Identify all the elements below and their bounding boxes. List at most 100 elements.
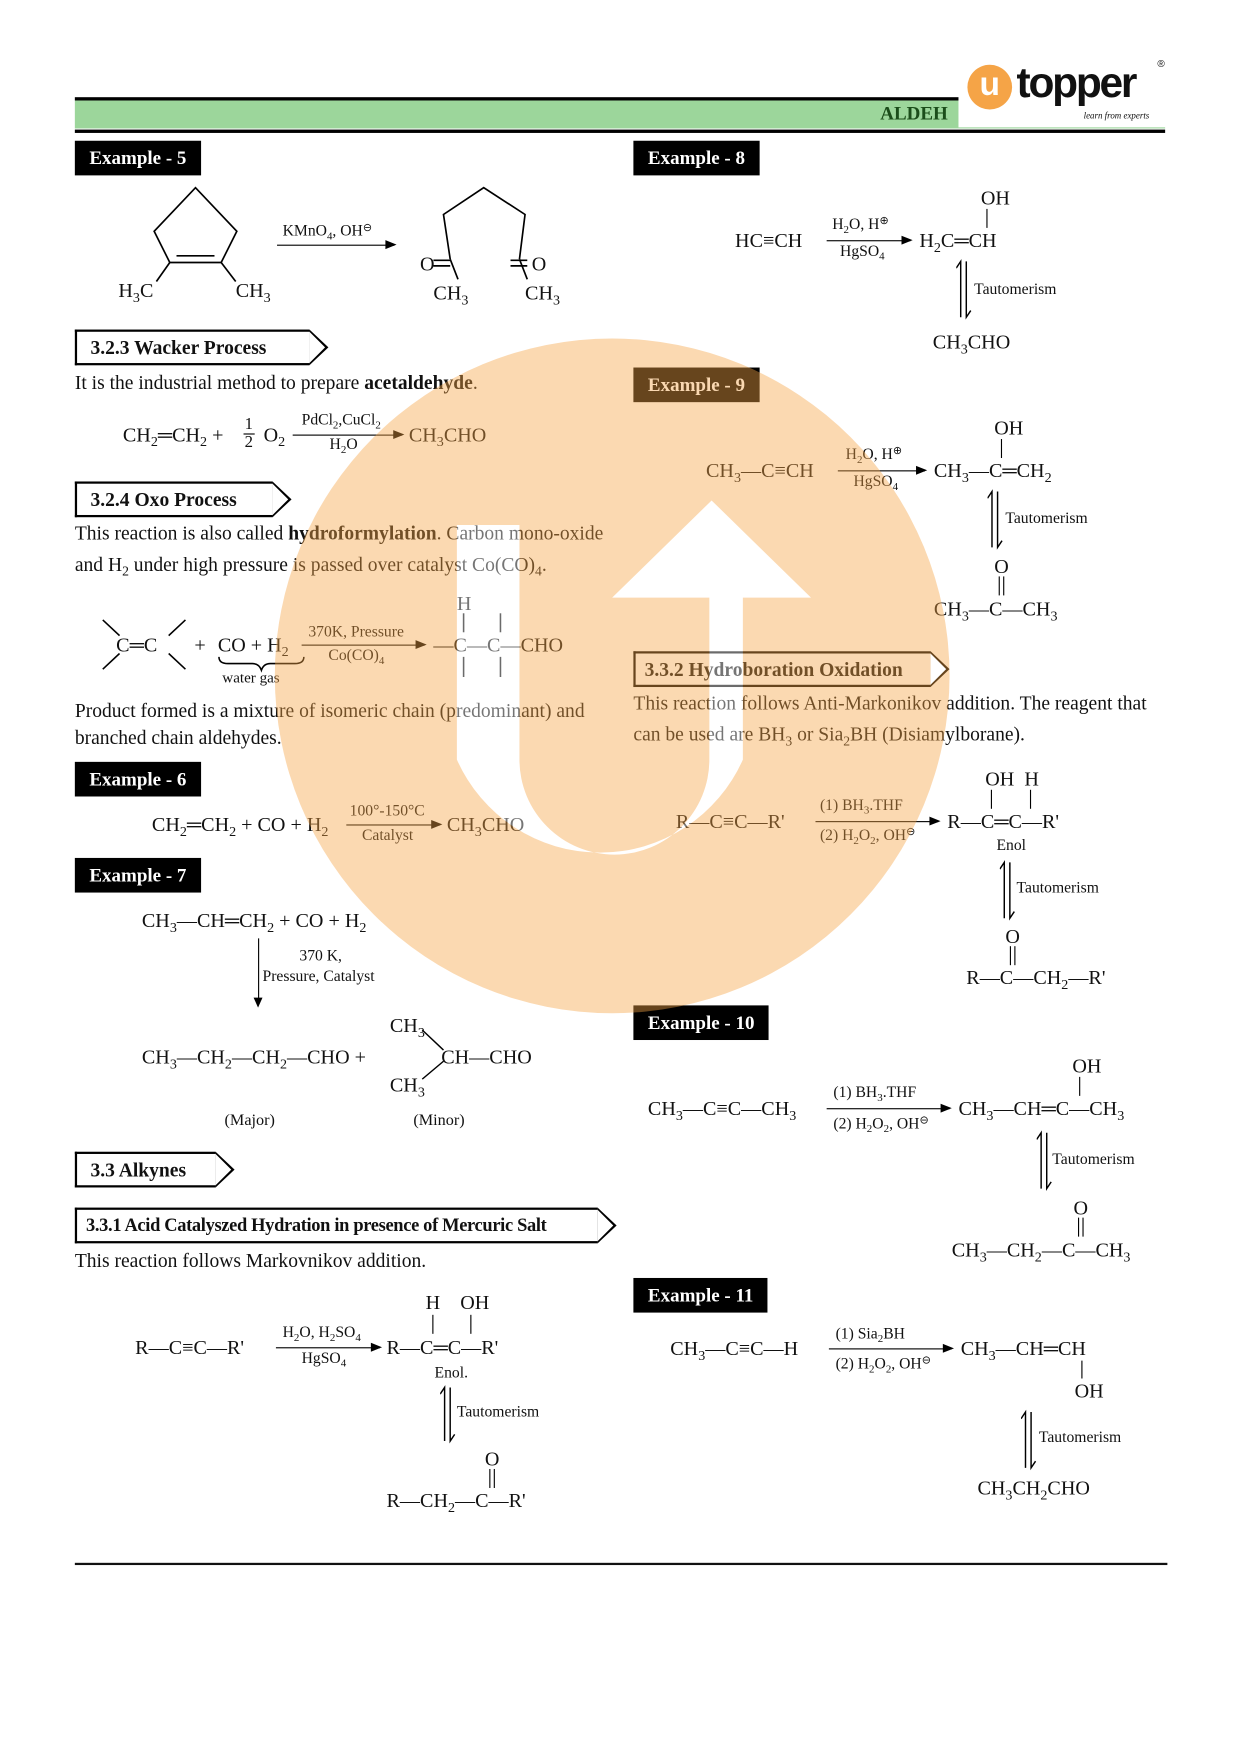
- hydroboration-step-1: (1) BH3.THF: [819, 797, 903, 818]
- down-arrow-shaft: [258, 938, 260, 1000]
- tautomerism-arrow-icon: [440, 1385, 456, 1444]
- minor-methyl-bottom: CH3: [389, 1073, 425, 1100]
- example-9-product: CH3—C—CH3: [933, 597, 1058, 624]
- hydroboration-para-1: This reaction follows Anti-Markonikov ad…: [633, 691, 1147, 714]
- reaction-arrow: [837, 465, 928, 475]
- product-oxygen-left: O: [420, 252, 435, 275]
- enol-substituents: OH H: [985, 767, 1039, 790]
- oxo-text-bold: hydroformylation: [288, 521, 437, 545]
- wacker-text: It is the industrial method to prepare: [74, 370, 365, 394]
- wacker-product: CH3CHO: [408, 423, 487, 450]
- carbonyl-oxygen: O: [484, 1447, 500, 1471]
- example-10-enol: CH3—CH═C—CH3: [958, 1096, 1125, 1124]
- section-oxo-heading: 3.2.4 Oxo Process: [74, 481, 292, 518]
- logo-mark-icon: u: [967, 64, 1013, 110]
- example-11-label: Example - 11: [633, 1277, 768, 1313]
- minor-methyl-top: CH3: [389, 1014, 425, 1041]
- minor-product: CH—CHO: [441, 1045, 532, 1068]
- registered-mark: ®: [1157, 58, 1165, 70]
- double-bond: [1009, 946, 1016, 966]
- example-10-label: Example - 10: [633, 1005, 770, 1041]
- double-bond: [998, 576, 1005, 596]
- double-bond: [1078, 1217, 1084, 1237]
- minor-branch-bonds: [421, 1029, 444, 1080]
- hydration-catalyst: HgSO4: [301, 1350, 347, 1371]
- hydroxyl: OH: [1074, 1379, 1104, 1402]
- tautomerism-label: Tautomerism: [974, 281, 1057, 299]
- tautomerism-label: Tautomerism: [1005, 510, 1088, 528]
- section-wacker-heading: 3.2.3 Wacker Process: [74, 329, 329, 366]
- header-rule-bottom: [74, 129, 1166, 133]
- bond-line: [1079, 1076, 1081, 1096]
- hydration-reagent: H2O, H2SO4: [282, 1324, 361, 1345]
- wacker-text-end: .: [472, 370, 478, 394]
- plus-sign: +: [194, 633, 206, 656]
- reactant-methyl-right: CH3: [235, 279, 271, 306]
- header-rule-top: [74, 97, 1166, 101]
- tautomerism-arrow-icon: [1021, 1409, 1037, 1471]
- tautomerism-arrow-icon: [956, 259, 972, 320]
- wacker-catalyst: PdCl2,CuCl2: [301, 412, 381, 432]
- product-hydrogen: H: [456, 592, 472, 615]
- example-10-step-2: (2) H2O2, OH⊖: [833, 1114, 929, 1136]
- reaction-arrow: [301, 639, 427, 649]
- bond-line: [432, 1314, 434, 1334]
- logo-text: topper: [1016, 60, 1138, 108]
- hydroboration-enol: R—C═C—R': [947, 809, 1060, 833]
- reaction-arrow: [292, 429, 405, 439]
- oxygen: O2: [263, 423, 286, 450]
- example-9-label: Example - 9: [633, 367, 760, 403]
- reaction-arrow: [826, 235, 913, 245]
- hydroboration-step-2: (2) H2O2, OH⊖: [819, 826, 916, 848]
- hydration-product: R—CH2—C—R': [386, 1489, 526, 1516]
- example-6-product: CH3CHO: [446, 813, 525, 840]
- example-11-reactant: CH3—C≡C—H: [670, 1337, 799, 1364]
- reaction-arrow: [826, 1103, 952, 1113]
- example-7-reactants: CH3—CH═CH2 + CO + H2: [141, 909, 367, 936]
- example-10-product: CH3—CH2—C—CH3: [951, 1238, 1131, 1266]
- example-7-cond-2: Pressure, Catalyst: [262, 968, 375, 986]
- reaction-arrow: [275, 1342, 383, 1352]
- carbonyl-oxygen: O: [1073, 1196, 1089, 1219]
- tautomerism-label: Tautomerism: [1052, 1151, 1135, 1169]
- tautomerism-label: Tautomerism: [1016, 880, 1099, 898]
- example-6-catalyst: Catalyst: [361, 827, 414, 845]
- example-9-enol: CH3—C═CH2: [933, 459, 1052, 486]
- example-7-label: Example - 7: [74, 857, 201, 893]
- wacker-text-bold: acetaldehyde: [364, 370, 473, 394]
- oxo-bond-lines: [102, 613, 502, 677]
- example-11-step-1: (1) Sia2BH: [835, 1325, 905, 1346]
- example-11-step-2: (2) H2O2, OH⊖: [835, 1354, 931, 1376]
- oxo-para-1: Product formed is a mixture of isomeric …: [74, 699, 585, 722]
- logo: u topper ® learn from experts: [958, 58, 1167, 128]
- reaction-arrow: [828, 1343, 955, 1353]
- example-8-catalyst: HgSO4: [840, 243, 885, 263]
- hydroxyl: OH: [980, 186, 1010, 209]
- product-methyl-right: CH3: [525, 281, 561, 308]
- enol-label: Enol: [996, 837, 1027, 855]
- minor-label: (Minor): [413, 1111, 465, 1130]
- example-9-reactant: CH3—C≡CH: [706, 459, 814, 486]
- example-10-step-1: (1) BH3.THF: [833, 1084, 917, 1105]
- hydration-reactant: R—C≡C—R': [135, 1336, 244, 1359]
- section-alkynes-heading: 3.3 Alkynes: [74, 1151, 235, 1188]
- example-8-product: CH3CHO: [932, 330, 1011, 357]
- fraction-numerator: 1: [243, 415, 255, 435]
- oxo-line-1: This reaction is also called hydroformyl…: [75, 521, 603, 546]
- wacker-description: It is the industrial method to prepare a…: [75, 370, 478, 395]
- example-6-temperature: 100°-150°C: [349, 803, 425, 820]
- example-8-reagent: H2O, H⊕: [832, 215, 889, 237]
- example-11-product: CH3CH2CHO: [977, 1476, 1090, 1503]
- reactant-methyl-left: H3C: [118, 279, 154, 306]
- example-8-reactant: HC≡CH: [735, 229, 803, 252]
- bond-line: [986, 208, 988, 228]
- oxo-catalyst: Co(CO)4: [328, 647, 385, 668]
- section-hydration-heading: 3.3.1 Acid Catalyszed Hydration in prese…: [74, 1207, 617, 1244]
- bond-line: [1000, 439, 1003, 459]
- tautomerism-label: Tautomerism: [1038, 1429, 1122, 1447]
- bond-line: [990, 789, 993, 809]
- oxo-text: This reaction is also called: [74, 521, 289, 545]
- example-9-reagent: H2O, H⊕: [845, 445, 903, 467]
- hydroboration-para-2: can be used are BH3 or Sia2BH (Disiamylb…: [633, 722, 1025, 749]
